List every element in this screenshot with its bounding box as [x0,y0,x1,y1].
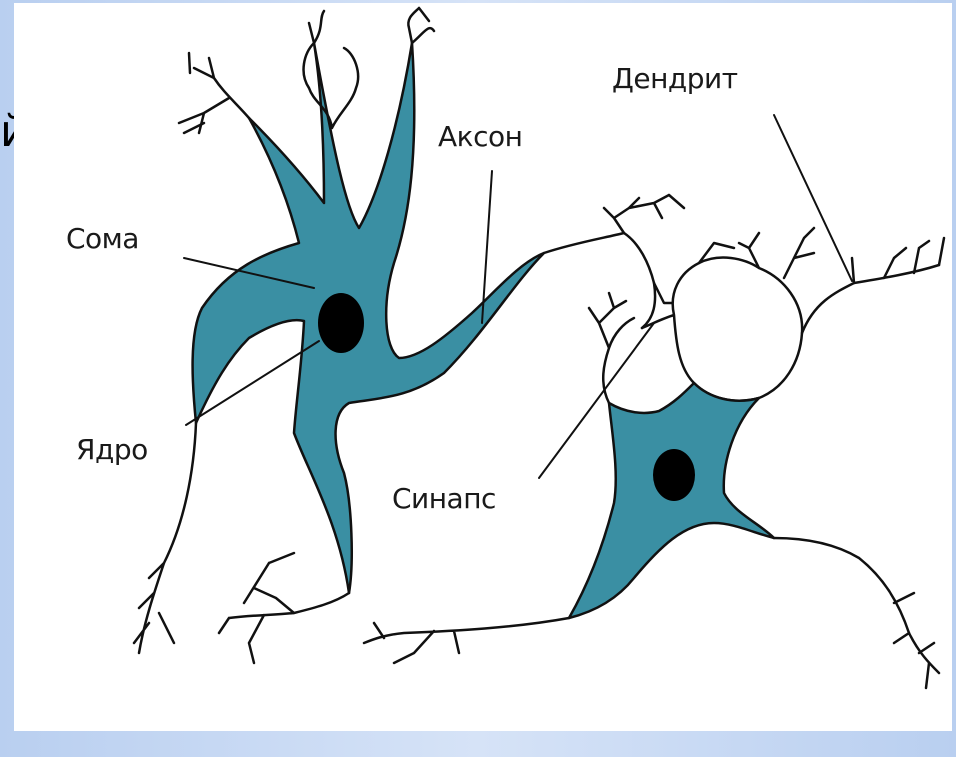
label-dendrite: Дендрит [612,65,738,93]
neuron-2-nucleus [653,449,695,501]
label-soma: Сома [66,225,139,253]
label-axon: Аксон [438,123,522,151]
label-nucleus: Ядро [76,436,148,464]
leader-dendrite [774,115,852,281]
neuron-1-nucleus [318,293,364,353]
label-synapse: Синапс [392,485,496,513]
neuron-2-blob [673,258,802,401]
neuron-diagram: Дендрит Аксон Сома Ядро Синапс [14,3,952,731]
neuron-diagram-svg [14,3,952,731]
